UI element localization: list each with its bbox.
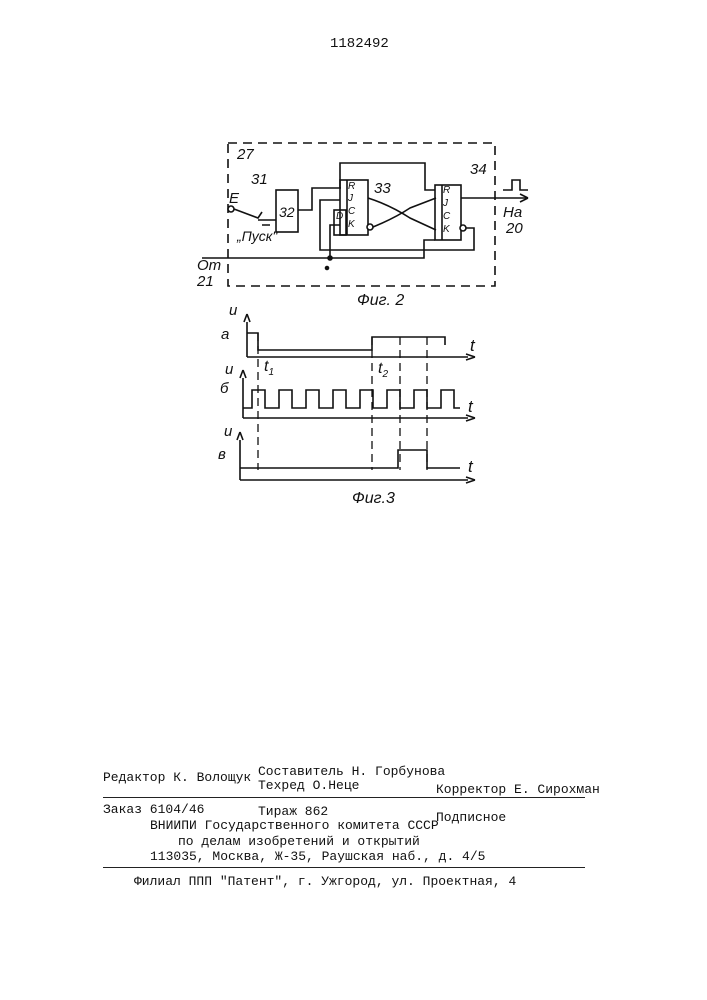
fig3-v-t-label: t	[468, 457, 473, 477]
pin-33-d: D	[336, 211, 343, 222]
imprint-compiler: Составитель Н. Горбунова	[258, 764, 445, 779]
imprint-order: Заказ 6104/46	[103, 802, 204, 817]
imprint-rule-2	[103, 867, 585, 868]
wire-cross-2	[373, 198, 436, 227]
label-block-32: 32	[279, 204, 295, 220]
pin-34-j: J	[443, 198, 448, 209]
fig3-t2-label: t2	[378, 360, 388, 380]
pin-33-j: J	[348, 193, 353, 204]
pin-33-k: K	[348, 219, 355, 230]
label-start: „Пуск"	[237, 228, 277, 244]
label-output-20: 20	[506, 220, 523, 237]
fig3-b-row-label: б	[220, 380, 228, 397]
fig3-a-t-label: t	[470, 336, 475, 356]
pin-34-c: C	[443, 211, 450, 222]
switch-contact	[234, 209, 276, 225]
pin-33-c: C	[348, 206, 355, 217]
fig3-a-row-label: а	[221, 326, 229, 343]
imprint-address: 113035, Москва, Ж-35, Раушская наб., д. …	[150, 849, 485, 864]
fig2-circuit-diagram	[0, 0, 707, 520]
label-trigger-34: 34	[470, 161, 487, 178]
fig3-b-u-label: u	[225, 361, 233, 378]
label-input-21: 21	[197, 273, 214, 290]
fig3-v-row-label: в	[218, 446, 226, 463]
imprint-rule-1	[103, 797, 585, 798]
pin-34-k: K	[443, 224, 450, 235]
pin-33-r: R	[348, 181, 355, 192]
imprint-circulation: Тираж 862	[258, 804, 328, 819]
fig3-v-u-label: u	[224, 423, 232, 440]
label-block-27: 27	[237, 146, 254, 163]
fig3-b-t-label: t	[468, 397, 473, 417]
fig3-a-u-label: u	[229, 302, 237, 319]
imprint-subscription: Подписное	[436, 810, 506, 825]
trigger-33-inverted-output	[367, 224, 373, 230]
imprint-org-1: ВНИИПИ Государственного комитета СССР	[150, 818, 439, 833]
fig2-caption: Фиг. 2	[357, 292, 404, 310]
output-pulse	[503, 180, 528, 190]
label-input-from: От	[197, 257, 221, 274]
label-output-to: На	[503, 204, 522, 221]
wire-bottom-feedback	[320, 200, 474, 250]
label-trigger-33: 33	[374, 180, 391, 197]
fig3-caption: Фиг.3	[352, 490, 395, 508]
label-e: E	[229, 190, 239, 207]
pin-34-r: R	[443, 185, 450, 196]
imprint-corrector: Корректор Е. Сирохман	[436, 782, 600, 797]
block-27-boundary	[228, 143, 495, 286]
imprint-branch: Филиал ППП "Патент", г. Ужгород, ул. Про…	[134, 874, 516, 889]
imprint-techred: Техред О.Неце	[258, 778, 359, 793]
imprint-editor: Редактор К. Волощук	[103, 770, 251, 785]
imprint-org-2: по делам изобретений и открытий	[178, 834, 420, 849]
label-switch-31: 31	[251, 171, 268, 188]
wire-clock-33	[330, 225, 340, 258]
fig3-a-signal	[247, 333, 445, 350]
trigger-34-inverted-output	[460, 225, 466, 231]
fig3-t1-label: t1	[264, 358, 274, 378]
